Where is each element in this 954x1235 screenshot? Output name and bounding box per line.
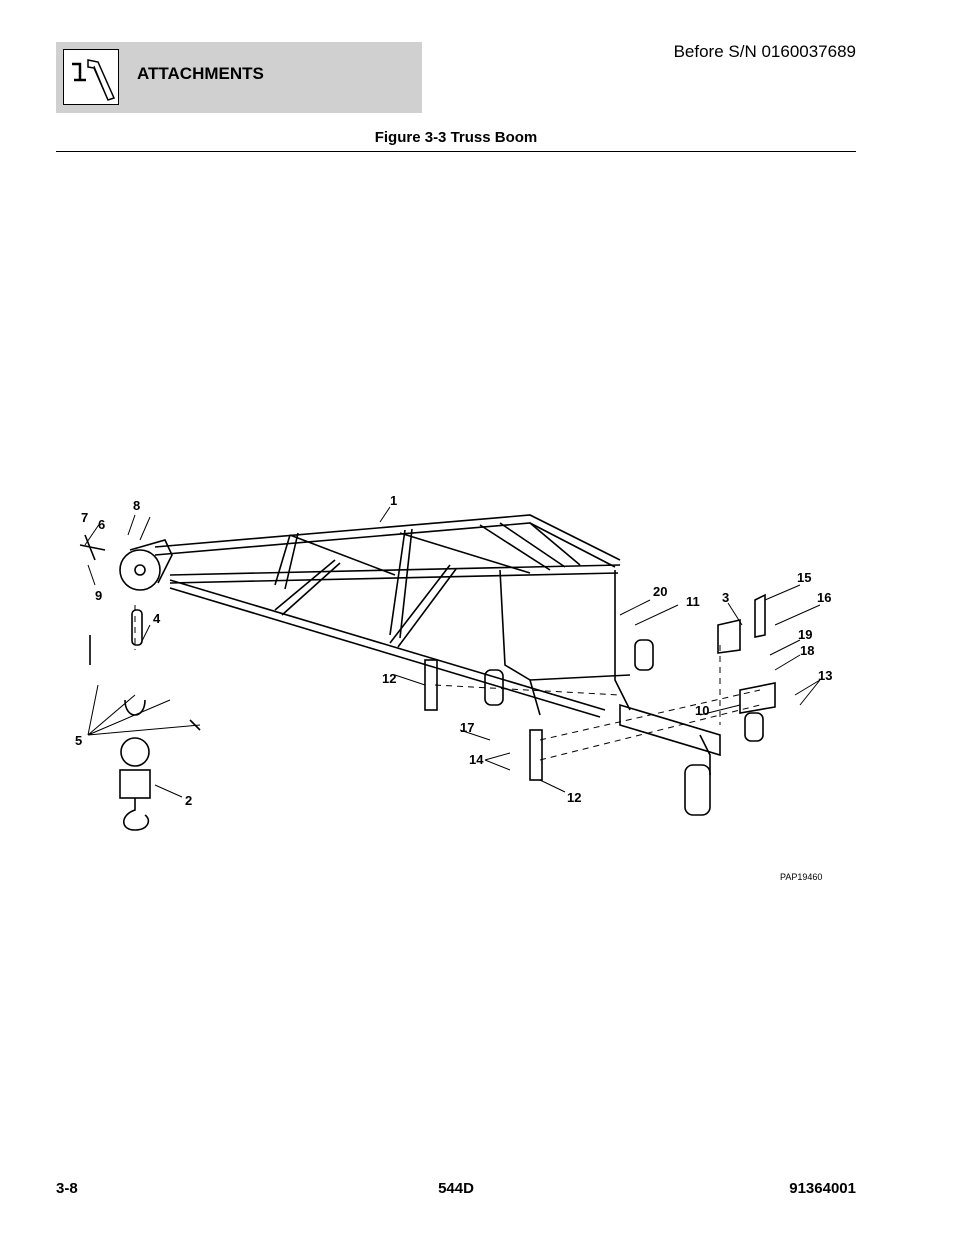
- callout: 13: [818, 668, 832, 683]
- callout: 20: [653, 584, 667, 599]
- manual-number: 91364001: [789, 1180, 856, 1197]
- callout: 2: [185, 793, 192, 808]
- callout: 8: [133, 498, 140, 513]
- callout: 16: [817, 590, 831, 605]
- attachments-icon: [63, 49, 119, 105]
- callout: 10: [695, 703, 709, 718]
- image-code: PAP19460: [780, 872, 822, 882]
- callout: 1: [390, 493, 397, 508]
- callout: 3: [722, 590, 729, 605]
- callout: 19: [798, 627, 812, 642]
- truss-boom-drawing: 1 2 3 4 5 6 7 8 9 10 11 12 12 13 14 15 1…: [75, 493, 832, 882]
- figure-title: Figure 3-3 Truss Boom: [374, 129, 538, 146]
- callout: 4: [153, 611, 161, 626]
- callout: 6: [98, 517, 105, 532]
- model-name: 544D: [438, 1180, 474, 1197]
- truss-boom-figure: 1 2 3 4 5 6 7 8 9 10 11 12 12 13 14 15 1…: [60, 485, 850, 890]
- callout: 17: [460, 720, 474, 735]
- header-rule: [56, 151, 856, 152]
- serial-note: Before S/N 0160037689: [673, 42, 856, 61]
- section-title: ATTACHMENTS: [137, 64, 264, 83]
- callout: 7: [81, 510, 88, 525]
- callout: 14: [469, 752, 484, 767]
- callout: 9: [95, 588, 102, 603]
- callout: 12: [382, 671, 396, 686]
- callout: 18: [800, 643, 814, 658]
- callout: 15: [797, 570, 811, 585]
- callout: 5: [75, 733, 82, 748]
- page-number: 3-8: [56, 1180, 78, 1197]
- callout: 12: [567, 790, 581, 805]
- callout: 11: [686, 594, 700, 609]
